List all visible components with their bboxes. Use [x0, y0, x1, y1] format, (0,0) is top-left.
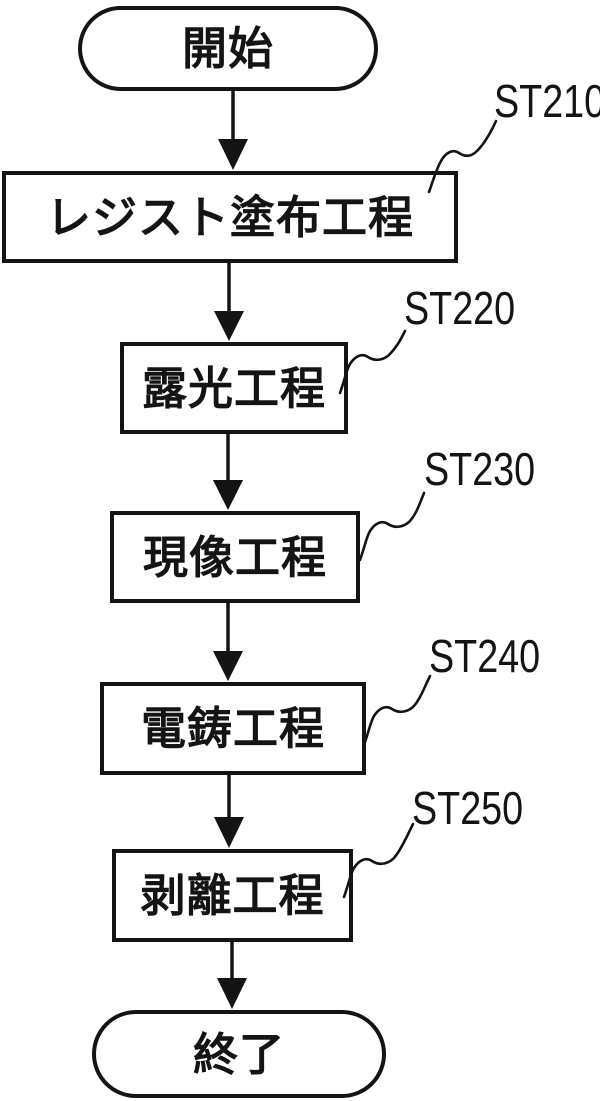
- flow-arrow-st210-to-st220: [214, 263, 244, 341]
- step-tag-st230: ST230: [424, 443, 536, 495]
- start-terminal: 開始: [78, 6, 378, 91]
- leader-line-st240: [362, 674, 432, 747]
- process-box-electroforming: 電鋳工程: [100, 682, 366, 775]
- process-box-peeling-label: 剥離工程: [140, 869, 325, 922]
- flow-arrow-st250-to-end: [217, 942, 247, 1009]
- process-box-development-label: 現像工程: [142, 530, 327, 584]
- process-box-exposure: 露光工程: [120, 342, 348, 434]
- process-box-resist-coating: レジスト塗布工程: [2, 171, 458, 263]
- flow-arrow-start-to-st210: [218, 91, 248, 170]
- leader-line-st250: [342, 822, 415, 899]
- leader-line-st220: [338, 329, 407, 395]
- step-tag-st250: ST250: [412, 782, 524, 834]
- flow-arrow-st230-to-st240: [213, 603, 243, 681]
- flow-arrow-st220-to-st230: [213, 434, 243, 510]
- process-box-electroforming-label: 電鋳工程: [140, 702, 325, 755]
- process-box-resist-coating-label: レジスト塗布工程: [45, 190, 414, 244]
- step-tag-st210: ST210: [494, 75, 600, 127]
- process-box-development: 現像工程: [110, 511, 360, 603]
- process-box-exposure-label: 露光工程: [141, 361, 326, 415]
- end-terminal-label: 終了: [192, 1027, 285, 1081]
- step-tag-st220: ST220: [404, 282, 516, 334]
- leader-line-st230: [358, 491, 426, 562]
- start-terminal-label: 開始: [181, 22, 274, 75]
- step-tag-st240: ST240: [429, 630, 541, 682]
- process-box-peeling: 剥離工程: [112, 849, 353, 942]
- flow-arrow-st240-to-st250: [214, 775, 244, 848]
- end-terminal: 終了: [92, 1010, 386, 1098]
